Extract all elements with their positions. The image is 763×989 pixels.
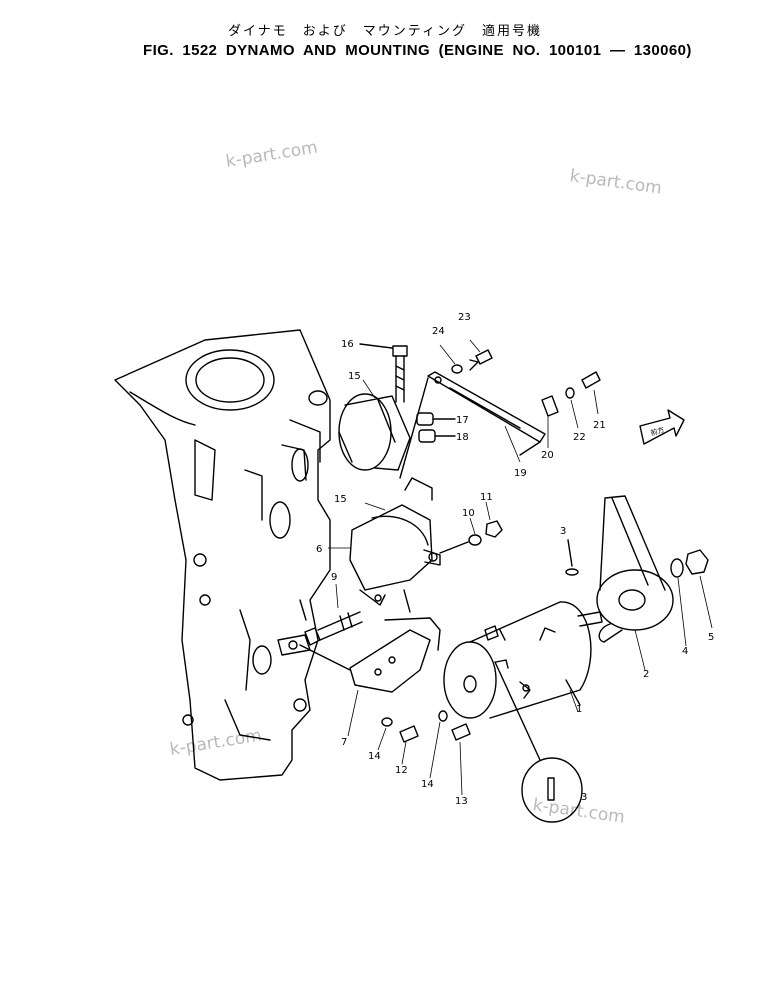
callout-14-right: 14: [421, 779, 434, 790]
callout-7: 7: [341, 737, 347, 748]
front-direction-arrow: [639, 409, 685, 445]
bolts-12-13-washers-14: [381, 710, 471, 743]
detail-inset: [521, 757, 583, 823]
callout-21: 21: [593, 420, 606, 431]
nuts-17-18: [416, 412, 456, 443]
callout-2: 2: [643, 669, 649, 680]
callout-20: 20: [541, 450, 554, 461]
front-direction-label: 前方: [649, 425, 665, 438]
dynamo: [443, 601, 603, 761]
fan-belt: [338, 393, 411, 471]
callout-19: 19: [514, 468, 527, 479]
key-3: [565, 539, 579, 576]
figure-title: FIG. 1522 DYNAMO AND MOUNTING (ENGINE NO…: [143, 42, 692, 59]
nut-11-washer-10: [439, 520, 503, 554]
callout-3: 3: [560, 526, 566, 537]
callout-11: 11: [480, 492, 493, 503]
callout-23: 23: [458, 312, 471, 323]
callout-3-detail: 3: [581, 792, 587, 803]
bolt-9: [304, 611, 363, 646]
bolt-21-nut-20-washer-22: [541, 371, 601, 417]
dynamo-bracket-upper: [349, 477, 441, 613]
callout-17: 17: [456, 415, 469, 426]
callout-5: 5: [708, 632, 714, 643]
callout-22: 22: [573, 432, 586, 443]
engine-block: [114, 329, 331, 781]
callout-16: 16: [341, 339, 354, 350]
callout-15-upper: 15: [348, 371, 361, 382]
callout-14-left: 14: [368, 751, 381, 762]
callout-4: 4: [682, 646, 688, 657]
callout-10: 10: [462, 508, 475, 519]
adjusting-bar: [399, 371, 546, 479]
callout-9: 9: [331, 572, 337, 583]
bolt-16: [359, 343, 408, 403]
figure-title-japanese: ダイナモ および マウンティング 適用号機: [228, 24, 542, 39]
bolt-23-washer-24: [451, 349, 493, 374]
callout-24: 24: [432, 326, 445, 337]
dynamo-bracket-lower: [299, 617, 441, 693]
nut-5-washer-4: [670, 549, 709, 578]
callout-13: 13: [455, 796, 468, 807]
callout-15-lower: 15: [334, 494, 347, 505]
callout-18: 18: [456, 432, 469, 443]
callout-6: 6: [316, 544, 322, 555]
callout-12: 12: [395, 765, 408, 776]
callout-1: 1: [576, 704, 582, 715]
pulley: [596, 495, 674, 643]
